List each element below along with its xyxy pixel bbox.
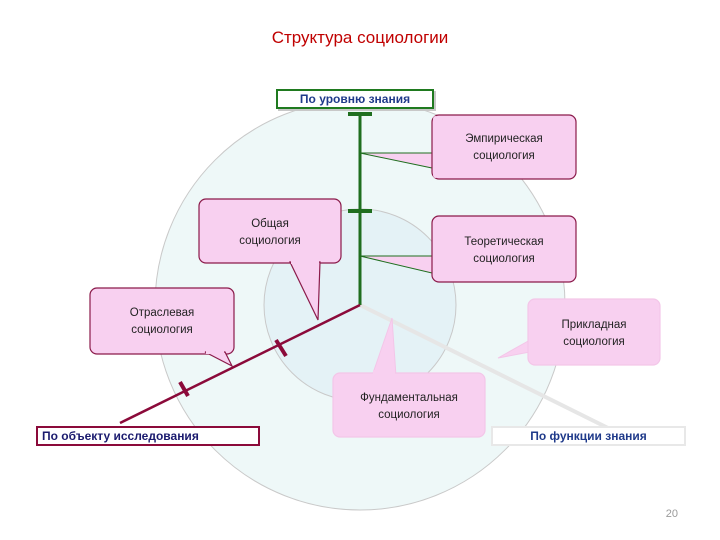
callout-applied: Прикладная социология <box>497 298 661 366</box>
object-axis-tick-inner <box>274 338 288 358</box>
callout-applied-line2: социология <box>563 336 625 348</box>
callout-general-line1: Общая <box>251 218 289 230</box>
slide-title: Структура социологии <box>271 28 449 47</box>
axis-label-level: По уровню знания <box>276 89 434 109</box>
callout-empirical: Эмпирическая социология <box>359 114 577 180</box>
callout-fundamental-line1: Фундаментальная <box>360 392 458 404</box>
callout-general: Общая социология <box>198 198 342 321</box>
callout-theoretical: Теоретическая социология <box>359 215 577 283</box>
callout-theoretical-line1: Теоретическая <box>464 236 543 248</box>
callout-theoretical-line2: социология <box>473 253 535 265</box>
function-axis <box>359 303 609 430</box>
callout-branch-line1: Отраслевая <box>130 307 194 319</box>
callout-branch: Отраслевая социология <box>89 287 235 368</box>
callout-branch-line2: социология <box>131 324 193 336</box>
object-axis-tick-outer <box>178 381 190 397</box>
axis-label-object: По объекту исследования <box>36 426 260 446</box>
callout-empirical-line2: социология <box>473 150 535 162</box>
callout-general-line2: социология <box>239 235 301 247</box>
axis-label-function: По функции знания <box>491 426 686 446</box>
callout-fundamental: Фундаментальная социология <box>332 317 486 438</box>
callout-fundamental-line2: социология <box>378 409 440 421</box>
object-axis <box>119 303 361 425</box>
callout-applied-line1: Прикладная <box>561 319 626 331</box>
page-number: 20 <box>665 508 678 520</box>
callout-empirical-line1: Эмпирическая <box>465 133 543 145</box>
